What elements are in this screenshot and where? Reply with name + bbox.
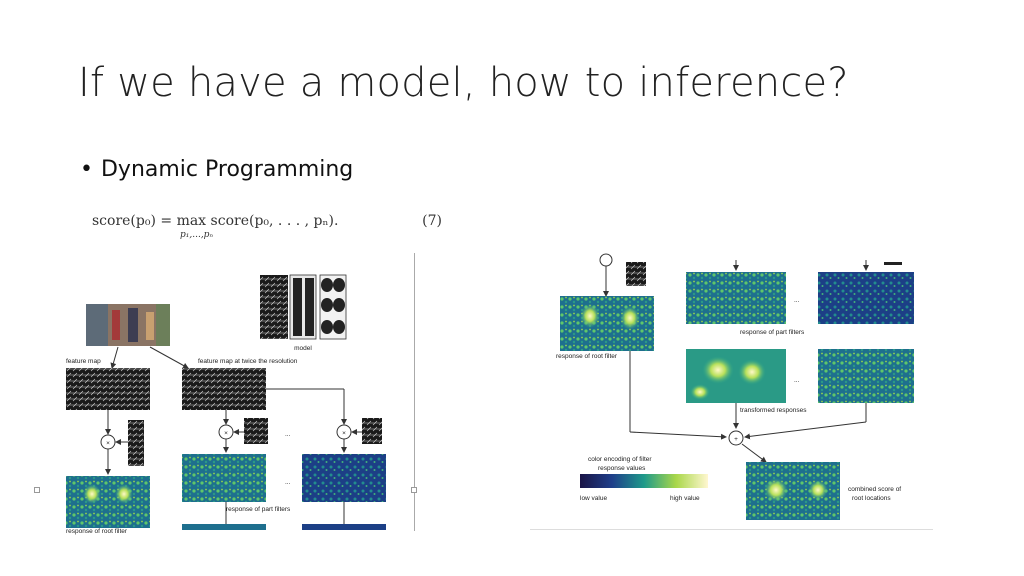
response-part-label: response of part filters (740, 329, 805, 336)
transformed-response-map (686, 349, 786, 403)
input-image (86, 304, 170, 346)
response-part-label: response of part filters (226, 506, 291, 513)
bullet-icon: • (80, 157, 93, 182)
part-response-map (302, 454, 386, 502)
ellipsis: ... (794, 297, 800, 304)
ellipsis: ... (794, 377, 800, 384)
combined-score-map (746, 462, 840, 520)
left-figure: model feature map feature map at twice t… (66, 274, 386, 535)
slide-title: If we have a model, how to inference? (78, 60, 849, 106)
combined-label-1: combined score of (848, 486, 901, 493)
color-encoding-label-2: response values (598, 465, 646, 472)
feature-map (66, 368, 150, 410)
combined-label-2: root locations (852, 495, 891, 502)
transformed-label: transformed responses (740, 407, 807, 414)
feature-map-2x-label: feature map at twice the resolution (198, 358, 298, 365)
equation-number: (7) (422, 213, 442, 229)
svg-text:+: + (734, 436, 738, 443)
equation-main: score(p₀) = max score(p₀, . . . , pₙ). (92, 213, 339, 229)
part-response-map (686, 272, 786, 324)
right-figure: response of root filter ... response of … (556, 253, 914, 520)
sum-icon (728, 430, 744, 446)
figure-divider (414, 253, 415, 531)
response-root-label: response of root filter (66, 528, 128, 535)
ellipsis: ... (285, 431, 291, 438)
part-response-map (182, 454, 266, 502)
part-filter-icon (362, 418, 382, 444)
svg-text:×: × (106, 440, 110, 447)
svg-text:×: × (224, 430, 228, 437)
high-value-label: high value (670, 495, 700, 502)
resize-handle-left[interactable] (34, 487, 40, 493)
root-response-map (560, 296, 654, 351)
feature-map-label: feature map (66, 358, 101, 365)
low-value-label: low value (580, 495, 607, 502)
feature-map-2x (182, 368, 266, 410)
resize-handle-right[interactable] (411, 487, 417, 493)
part-response-map (818, 272, 914, 324)
equation-subscript: p₁,...,pₙ (180, 230, 214, 240)
equation: score(p₀) = max score(p₀, . . . , pₙ). p… (92, 208, 442, 248)
ellipsis: ... (285, 479, 291, 486)
bullet-item: • Dynamic Programming (80, 157, 353, 182)
transformed-response-map (818, 349, 914, 403)
root-filter-icon (128, 420, 144, 466)
color-encoding-label-1: color encoding of filter (588, 456, 652, 463)
color-scale-bar (580, 474, 708, 488)
model-label: model (294, 345, 312, 352)
model-filters-icon (260, 274, 347, 340)
part-filter-icon (244, 418, 268, 444)
figure-baseline (530, 529, 933, 530)
svg-text:×: × (342, 430, 346, 437)
root-response-map (66, 476, 150, 528)
bullet-text: Dynamic Programming (100, 157, 354, 182)
response-root-label: response of root filter (556, 353, 618, 360)
root-filter-icon (626, 262, 646, 286)
